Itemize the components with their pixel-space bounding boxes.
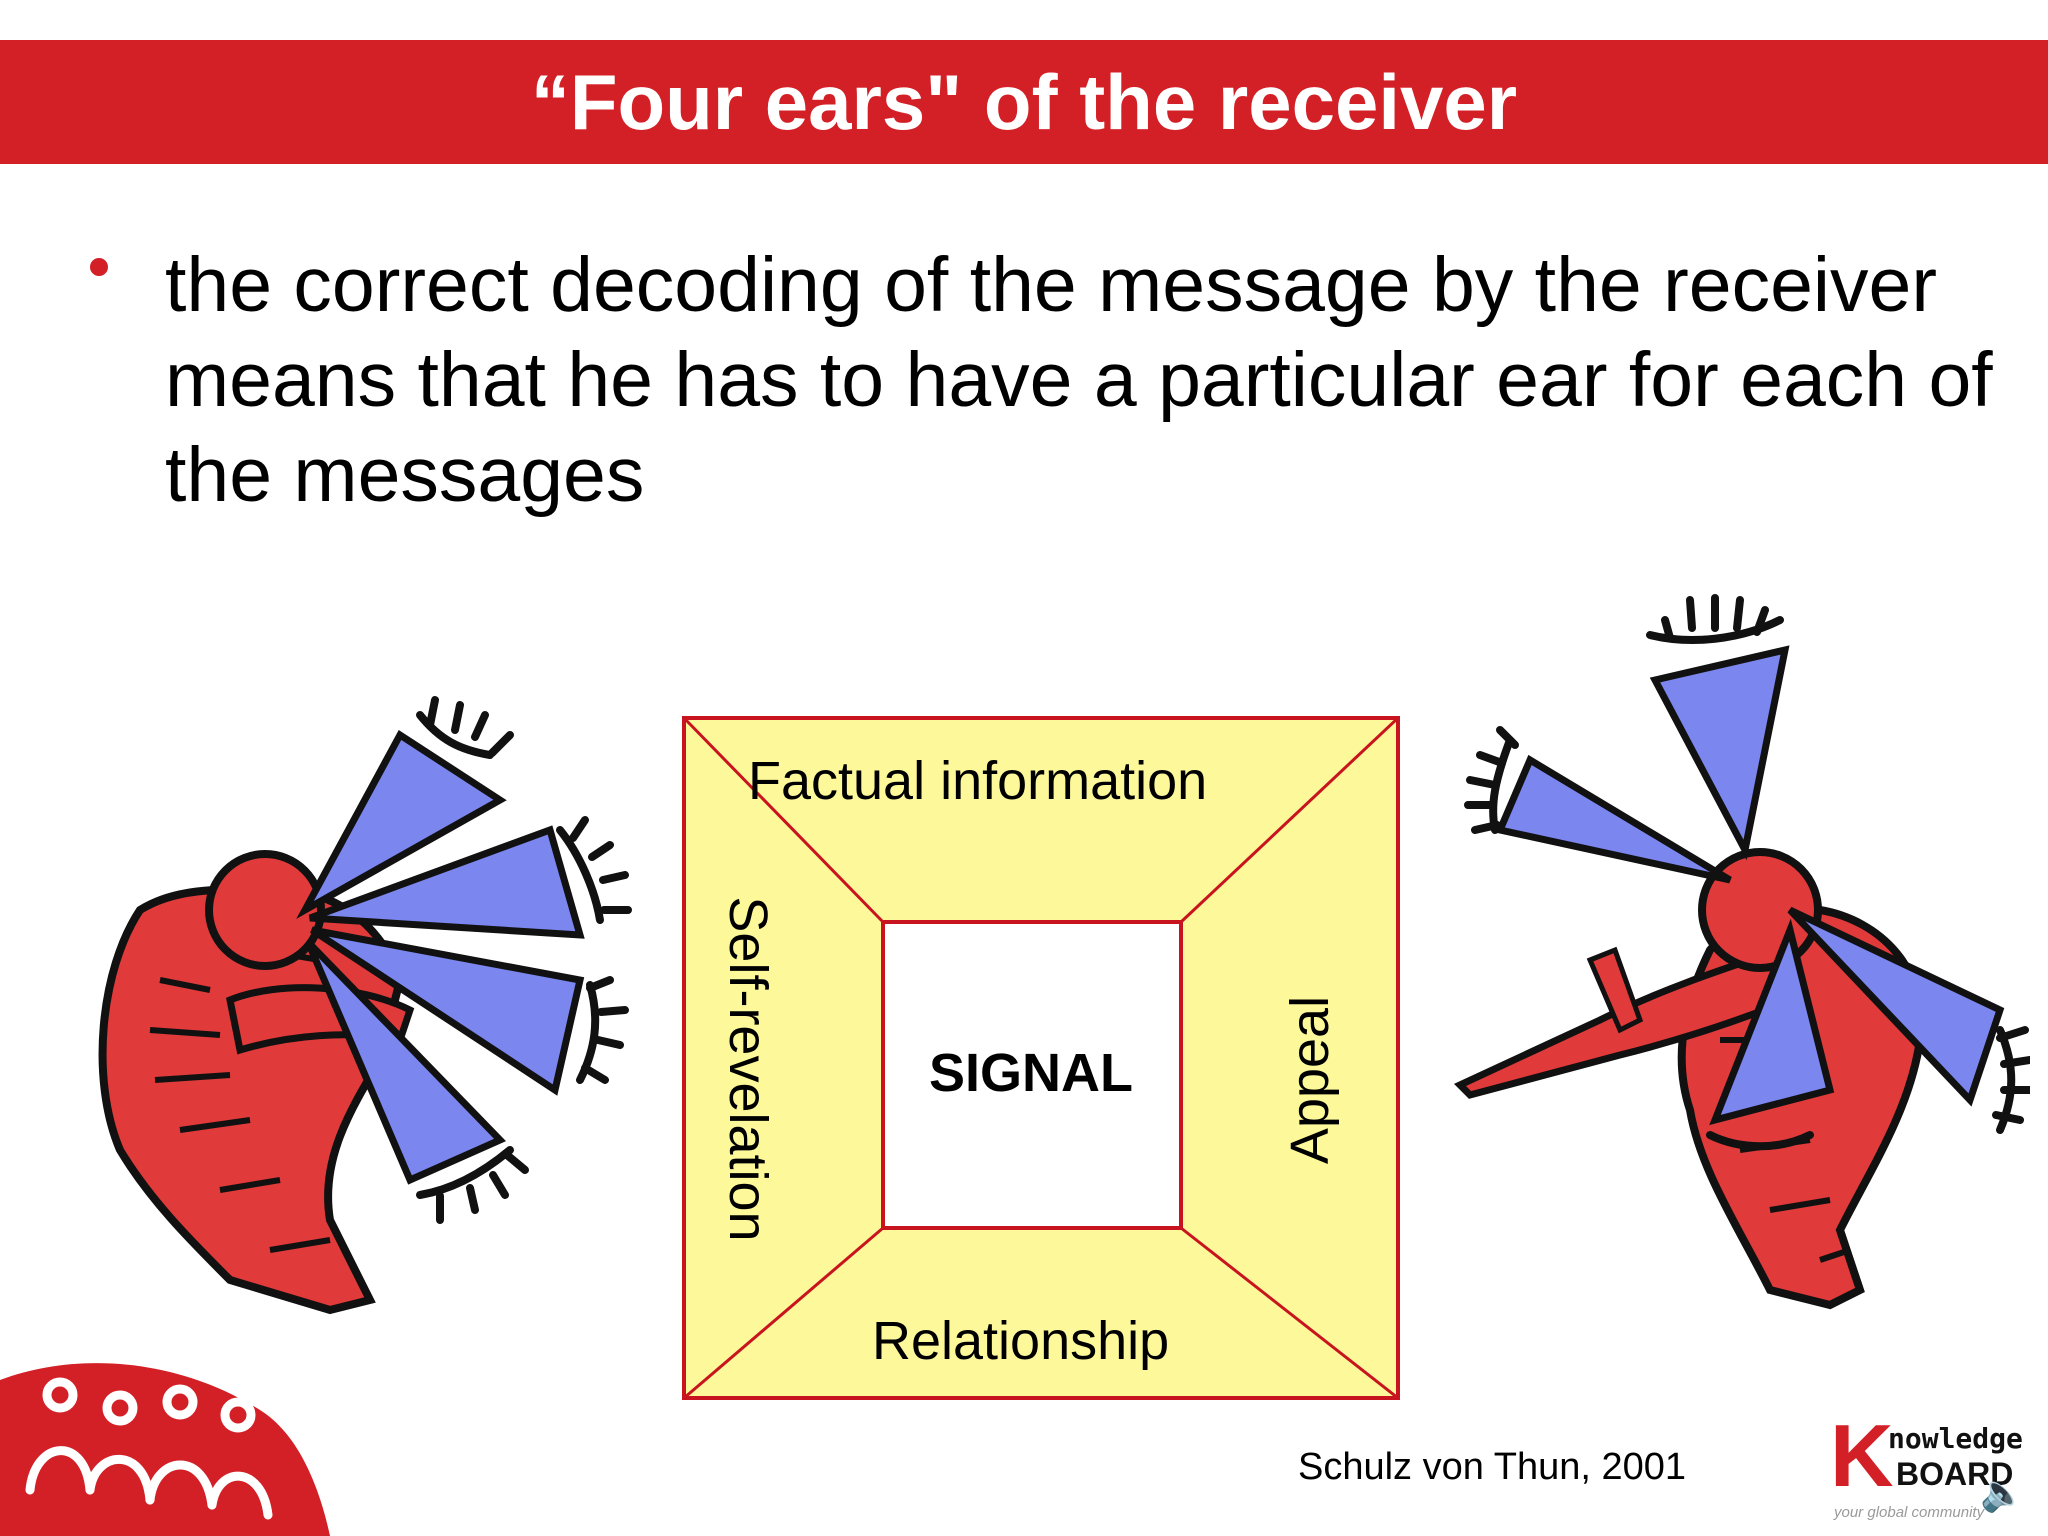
bullet-text: the correct decoding of the message by t… [165, 242, 1993, 518]
factual-information-label: Factual information [748, 751, 1208, 811]
title-bar: “Four ears" of the receiver [0, 40, 2048, 164]
citation: Schulz von Thun, 2001 [1298, 1446, 1687, 1488]
relationship-label: Relationship [872, 1311, 1170, 1371]
appeal-label: Appeal [1280, 995, 1340, 1165]
organization-logo-left [0, 1363, 330, 1536]
logo-line2: BOARD [1896, 1456, 2014, 1492]
logo-line1: nowledge [1888, 1422, 2023, 1455]
four-sides-diagram [682, 716, 1400, 1400]
logo-tagline: your global community [1834, 1504, 1985, 1521]
speaker-icon[interactable]: 🔈 [1980, 1472, 2025, 1513]
self-revelation-label: Self-revelation [718, 896, 778, 1242]
slide-title: “Four ears" of the receiver [530, 58, 1518, 146]
signal-label: SIGNAL [928, 1043, 1133, 1103]
right-figure-illustration [1453, 594, 2030, 1310]
bullet-marker [90, 258, 108, 276]
knowledgeboard-logo: K nowledge BOARD your global community 🔈 [1830, 1412, 2048, 1536]
logo-initial: K [1830, 1406, 1894, 1505]
left-figure-illustration [98, 696, 632, 1315]
